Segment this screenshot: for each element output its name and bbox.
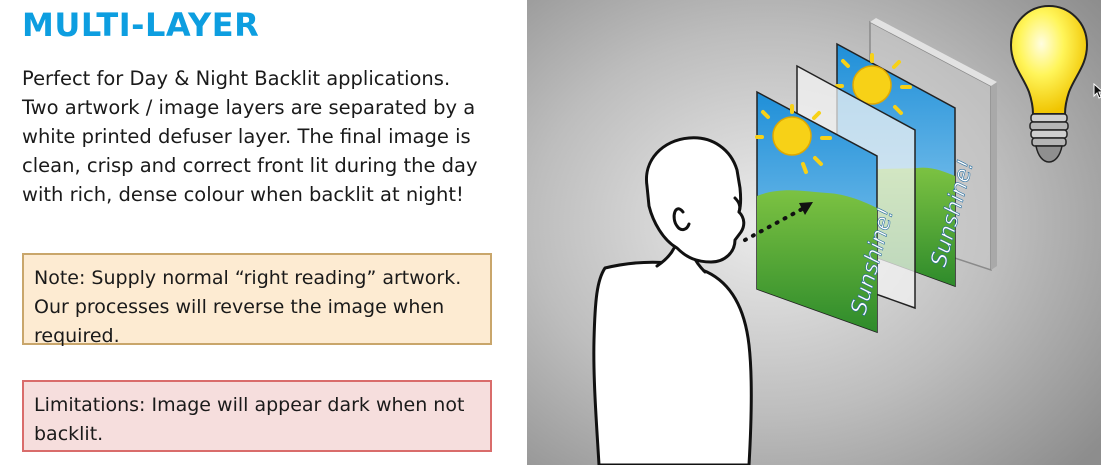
limitations-box: Limitations: Image will appear dark when… <box>22 380 492 452</box>
mouse-cursor-icon <box>1093 82 1101 104</box>
page-title: MULTI-LAYER <box>22 6 260 44</box>
lightbulb-icon <box>1009 4 1089 163</box>
multi-layer-illustration: Sunshine! Sunshine! <box>527 0 1101 465</box>
limitations-text: Limitations: Image will appear dark when… <box>34 394 465 445</box>
line-of-sight-arrow <box>743 202 813 242</box>
person-icon <box>592 136 753 465</box>
text-column: MULTI-LAYER Perfect for Day & Night Back… <box>0 0 525 465</box>
description-text: Perfect for Day & Night Backlit applicat… <box>22 67 478 206</box>
note-box: Note: Supply normal “right reading” artw… <box>22 253 492 347</box>
sun-icon <box>835 53 912 115</box>
note-text: Note: Supply normal “right reading” artw… <box>34 267 462 347</box>
sun-icon <box>755 104 832 174</box>
